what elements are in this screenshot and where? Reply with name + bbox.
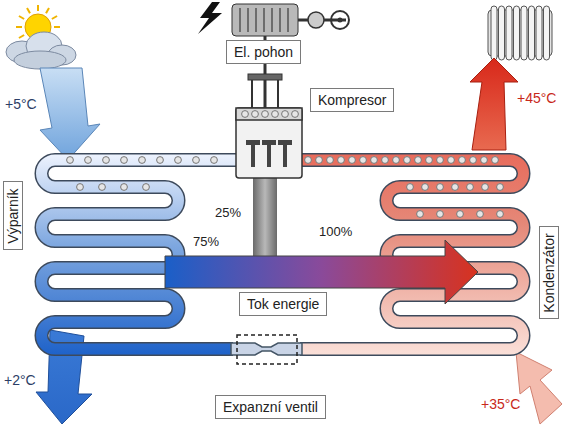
refrigerant-bubble [497, 211, 504, 218]
refrigerant-bubble [143, 184, 150, 191]
refrigerant-bubble [292, 111, 299, 118]
radiator-icon [488, 6, 552, 60]
refrigerant-bubble [349, 157, 356, 164]
refrigerant-bubble [305, 157, 312, 164]
refrigerant-bubble [417, 211, 424, 218]
temperature-label: +45°C [516, 90, 557, 106]
refrigerant-bubble [272, 111, 279, 118]
refrigerant-bubble [407, 184, 414, 191]
vertical-label-box: Kondenzátor [539, 226, 559, 319]
compressor [236, 108, 302, 262]
refrigerant-bubble [457, 211, 464, 218]
refrigerant-bubble [437, 211, 444, 218]
refrigerant-bubble [477, 211, 484, 218]
refrigerant-bubble [404, 157, 411, 164]
refrigerant-bubble [262, 111, 269, 118]
refrigerant-bubble [121, 157, 128, 164]
box-label: Výparník [4, 188, 22, 243]
refrigerant-bubble [497, 184, 504, 191]
refrigerant-bubble [327, 157, 334, 164]
label-box: Kompresor [310, 88, 394, 112]
temperature-label: +35°C [480, 396, 521, 412]
refrigerant-bubble [121, 184, 128, 191]
refrigerant-bubble [103, 157, 110, 164]
percentage-label: 75% [192, 234, 220, 250]
refrigerant-bubble [316, 157, 323, 164]
refrigerant-bubble [77, 184, 84, 191]
sun-cloud-icon [6, 5, 76, 69]
hot-water-arrow [470, 58, 518, 150]
refrigerant-bubble [67, 157, 74, 164]
refrigerant-bubble [338, 157, 345, 164]
vertical-label-box: Výparník [3, 181, 23, 250]
evaporator-coil [42, 160, 239, 349]
refrigerant-bubble [448, 157, 455, 164]
box-label: Kompresor [311, 89, 393, 111]
refrigerant-bubble [193, 157, 200, 164]
label-box: El. pohon [226, 40, 301, 64]
box-label: El. pohon [227, 41, 300, 63]
refrigerant-bubble [175, 157, 182, 164]
temperature-label: +5°C [4, 96, 38, 112]
refrigerant-bubble [242, 111, 249, 118]
refrigerant-bubble [211, 157, 218, 164]
box-label: Tok energie [240, 293, 326, 315]
refrigerant-bubble [422, 184, 429, 191]
refrigerant-bubble [157, 157, 164, 164]
refrigerant-bubble [492, 157, 499, 164]
percentage-label: 25% [214, 205, 242, 221]
refrigerant-bubble [437, 157, 444, 164]
percentage-label: 100% [318, 224, 353, 240]
refrigerant-bubble [382, 157, 389, 164]
box-label: Expanzní ventil [216, 396, 325, 418]
refrigerant-bubble [426, 157, 433, 164]
refrigerant-bubble [371, 157, 378, 164]
refrigerant-bubble [467, 184, 474, 191]
refrigerant-bubble [481, 157, 488, 164]
refrigerant-bubble [360, 157, 367, 164]
refrigerant-bubble [252, 111, 259, 118]
expansion-valve [231, 335, 302, 364]
refrigerant-bubble [452, 184, 459, 191]
air-inlet-arrow [40, 68, 100, 160]
condenser-coil [300, 160, 524, 349]
label-box: Expanzní ventil [215, 395, 326, 419]
refrigerant-bubble [470, 157, 477, 164]
refrigerant-bubble [282, 111, 289, 118]
label-box: Tok energie [239, 292, 327, 316]
refrigerant-bubble [139, 157, 146, 164]
refrigerant-bubble [85, 157, 92, 164]
refrigerant-bubble [99, 184, 106, 191]
refrigerant-bubble [415, 157, 422, 164]
refrigerant-bubble [393, 157, 400, 164]
box-label: Kondenzátor [540, 233, 558, 312]
return-water-arrow [516, 352, 562, 424]
refrigerant-bubble [482, 184, 489, 191]
refrigerant-bubble [459, 157, 466, 164]
refrigerant-bubble [437, 184, 444, 191]
temperature-label: +2°C [3, 372, 37, 388]
